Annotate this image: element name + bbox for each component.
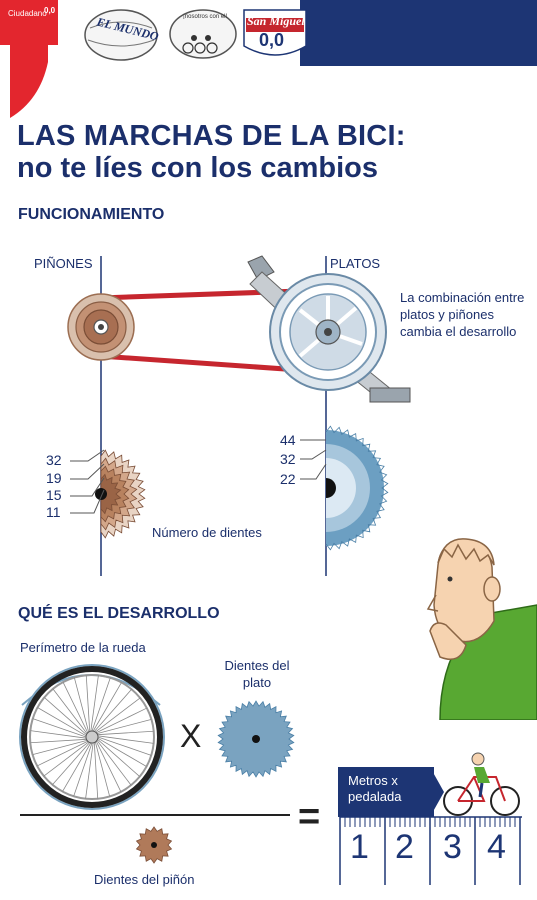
eye [447,576,453,582]
pinion-gear [135,826,173,864]
spoke [97,736,152,756]
pinion-hub [95,488,107,500]
dientes-pinon-label: Dientes del piñón [94,872,195,887]
pinon-teeth-32: 32 [46,452,62,468]
desarrollo-diagram [19,664,522,885]
spoke [30,738,87,744]
hair [437,538,495,566]
red-brand-mark [0,0,58,118]
pinon-teeth-15: 15 [46,487,62,503]
spoke [62,681,89,733]
spoke [95,697,141,733]
scale-3: 3 [443,828,462,866]
pinion-gear-hub [151,842,157,848]
spoke [85,675,91,732]
wheel [19,664,165,810]
plato-teeth-32: 32 [280,451,296,467]
nosotros-logo [169,9,237,59]
nosotros-text: ¡nosotros con el! [182,14,228,20]
cyclist-icon [443,752,520,816]
spoke [97,735,154,744]
spoke [96,707,148,734]
spoke [97,737,147,767]
spoke [73,677,90,733]
perimetro-label: Perímetro de la rueda [20,640,146,655]
spoke [93,742,99,799]
ciudadano-label: Ciudadano [8,9,47,18]
spoke [43,741,89,777]
spoke [92,682,122,732]
spoke [37,707,87,737]
spoke [73,742,93,797]
pinion-sprockets [95,449,146,539]
san-miguel-text: San Miguel [247,14,305,28]
scale-4: 4 [487,828,506,866]
spoke [96,718,152,735]
spoke [97,730,154,736]
plato-teeth-22: 22 [280,471,296,487]
equals-symbol: = [298,796,321,838]
chainring-teeth [325,425,389,551]
spoke [91,677,111,732]
spoke [97,738,140,777]
metros-pedalada-box: Metros x pedalada [338,767,434,817]
spoke [44,697,87,736]
ear [483,576,501,602]
spoke [96,740,132,786]
title-line-1: LAS MARCHAS DE LA BICI: [17,120,406,152]
spoke [94,741,111,797]
desarrollo-heading: QUÉ ES EL DESARROLLO [18,605,220,622]
spoke [32,739,88,756]
meter-scale [339,816,522,885]
title-line-2: no te líes con los cambios [17,152,378,184]
pinon-teeth-19: 19 [46,470,62,486]
pinion-sprocket-3 [100,473,122,515]
spoke [93,689,132,732]
spoke [62,742,92,792]
nose [426,594,439,612]
scale-2: 2 [395,828,414,866]
plate-gear-hub [252,735,260,743]
teeth-count-label: Número de dientes [152,525,262,540]
hand [429,622,467,660]
el-mundo-logo [84,9,158,61]
chainring-outer-teeth [325,425,389,551]
chainring-half [326,430,384,546]
scale-1: 1 [350,828,369,866]
plato-teeth-44: 44 [280,432,296,448]
spoke [52,688,88,734]
pinion-leaders [70,449,105,514]
spoke [52,742,91,785]
spoke [95,741,122,793]
plato-leaders [300,439,327,480]
metros-box-arrow [430,767,444,817]
funcionamiento-heading: FUNCIONAMIENTO [18,206,165,223]
rear-cassette [67,293,135,361]
ciudadano-00-mark: 0,0 [44,6,56,15]
spoke [85,742,94,799]
spoke [30,730,87,739]
platos-label: PLATOS [330,256,381,271]
drivetrain-diagram [67,255,411,576]
thinking-man-illustration [426,538,537,720]
spoke [90,675,99,732]
times-symbol: X [180,718,202,754]
pinon-teeth-11: 11 [46,504,61,520]
plate-gear [217,700,295,778]
spoke [32,718,87,738]
san-miguel-00: 0,0 [259,30,285,50]
spoke [36,740,88,767]
combination-text: La combinación entre platos y piñones ca… [400,290,525,339]
front-chainring [269,273,387,391]
san-miguel-logo [243,9,307,56]
dientes-plato-label: Dientes del plato [224,658,290,690]
pinones-label: PIÑONES [34,256,93,271]
